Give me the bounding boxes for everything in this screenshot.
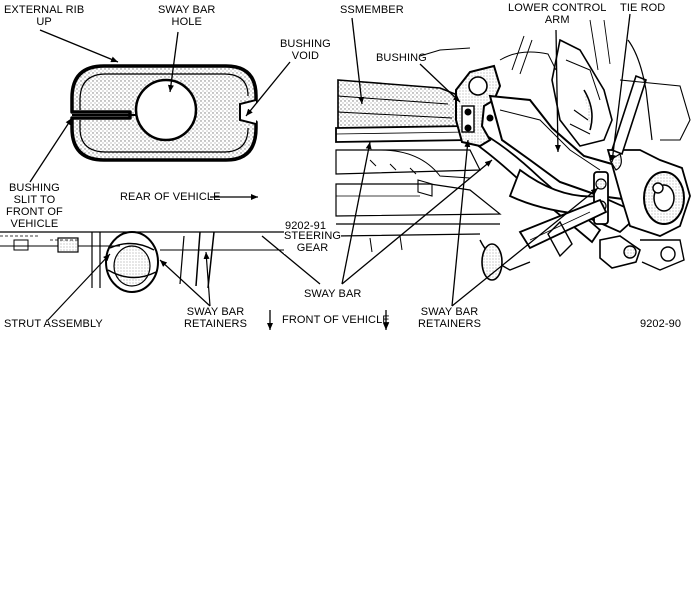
sway-bar-retainers-left-label: SWAY BAR RETAINERS [184,306,247,330]
bushing-leaders [29,29,291,200]
sway-bar-label: SWAY BAR [304,288,361,300]
crossmember-shape [337,79,461,131]
sway-bar-retainers-left-line2: RETAINERS [184,318,248,330]
lower-control-arm-label: LOWER CONTROL ARM [508,2,606,26]
sway-bar-hole-line1: SWAY BAR [158,4,216,16]
main-leaders [261,13,631,330]
bushing-slit-line3: FRONT OF [6,206,63,218]
bushing-slit-label: BUSHING SLIT TO FRONT OF VEHICLE [6,182,63,230]
lower-control-arm-line2: ARM [544,14,570,26]
external-rib-up-line1: EXTERNAL RIB [4,4,85,16]
bushing-label: BUSHING [376,52,427,64]
figure-9202-91-label: 9202-91 [285,220,326,232]
bushing-detail [70,64,258,162]
sway-bar-hole-label: SWAY BAR HOLE [158,4,215,28]
bushing-slit-line2: SLIT TO [13,194,56,206]
tie-rod-label: TIE ROD [620,2,665,14]
rear-of-vehicle-label: REAR OF VEHICLE [120,191,221,203]
strut-area [0,231,340,321]
steering-gear-line2: GEAR [296,242,329,254]
figure-9202-90-label: 9202-90 [640,318,681,330]
figure-9202-90-text: 9202-90 [640,318,682,330]
front-of-vehicle-text: FRONT OF VEHICLE [282,314,390,326]
sway-bar-retainers-right-label: SWAY BAR RETAINERS [418,306,481,330]
bushing-void-line1: BUSHING [280,38,331,50]
front-of-vehicle-label: FRONT OF VEHICLE [282,314,390,326]
strut-assembly-text: STRUT ASSEMBLY [4,318,103,330]
external-rib-up-label: EXTERNAL RIB UP [4,4,84,28]
bushing-slit-line1: BUSHING [9,182,60,194]
external-rib-up-line2: UP [36,16,52,28]
bushing-void-line2: VOID [291,50,320,62]
sway-bar-hole-line2: HOLE [171,16,202,28]
bushing-slit-line4: VEHICLE [10,218,59,230]
strut-assembly-label: STRUT ASSEMBLY [4,318,103,330]
bushing-void-label: BUSHING VOID [280,38,331,62]
sway-bar-retainers-right-line1: SWAY BAR [420,306,479,318]
crossmember-label: SSMEMBER [340,4,404,16]
bushing-text: BUSHING [376,52,427,64]
sway-bar-retainers-left-line1: SWAY BAR [186,306,245,318]
sway-bar-retainers-right-line2: RETAINERS [418,318,482,330]
sway-bar-hole-circle [134,78,198,142]
steering-gear-line1: STEERING [284,230,342,242]
main-assembly [335,19,691,281]
rear-of-vehicle-text: REAR OF VEHICLE [120,191,221,203]
tie-rod-text: TIE ROD [620,2,666,14]
figure-9202-91-text: 9202-91 [285,220,327,232]
steering-gear-label: STEERING GEAR [284,230,342,254]
lower-control-arm-line1: LOWER CONTROL [508,2,607,14]
sway-bar-text: SWAY BAR [304,288,362,300]
crossmember-text: SSMEMBER [340,4,404,16]
